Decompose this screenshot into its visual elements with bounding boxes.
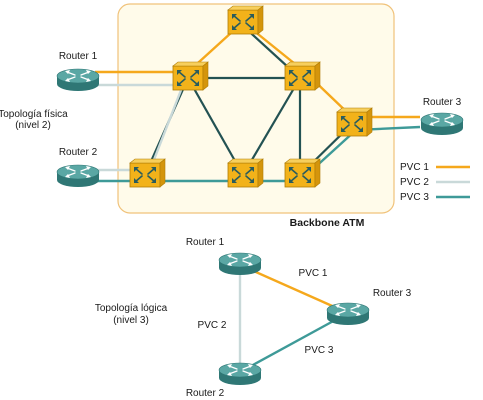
legend-pvc2-label: PVC 2 <box>400 177 429 188</box>
router3-label: Router 3 <box>423 97 462 108</box>
logical-router1-label: Router 1 <box>186 237 225 248</box>
logical-pvc2-label: PVC 2 <box>198 320 227 331</box>
logical-router3-label: Router 3 <box>373 288 412 299</box>
atm-backbone-region <box>117 3 395 214</box>
router2-label: Router 2 <box>59 147 98 158</box>
logical-pvc1-link <box>239 263 349 315</box>
logical-topology-level: (nivel 3) <box>113 315 149 326</box>
router-icon <box>218 252 262 276</box>
router-icon <box>326 302 370 326</box>
backbone-label: Backbone ATM <box>290 217 365 229</box>
router1-label: Router 1 <box>59 51 98 62</box>
legend-pvc3-label: PVC 3 <box>400 192 429 203</box>
logical-topology-title: Topología lógica <box>95 303 168 314</box>
physical-topology-level: (nivel 2) <box>15 120 51 131</box>
atm-switch-icon <box>284 158 321 188</box>
atm-switch-icon <box>227 158 264 188</box>
logical-pvc3-link <box>239 311 349 374</box>
physical-topology-title: Topología física <box>0 109 68 120</box>
router-icon <box>56 68 100 92</box>
logical-pvc1-label: PVC 1 <box>299 268 328 279</box>
atm-switch-icon <box>227 5 264 35</box>
atm-switch-icon <box>336 107 373 137</box>
logical-pvc3-label: PVC 3 <box>305 345 334 356</box>
pvc2-path <box>95 83 185 172</box>
logical-router2-label: Router 2 <box>186 388 225 399</box>
atm-switch-icon <box>129 158 166 188</box>
legend: PVC 1 PVC 2 PVC 3 <box>400 162 470 203</box>
atm-switch-icon <box>284 61 321 91</box>
router-icon <box>56 164 100 188</box>
legend-pvc1-label: PVC 1 <box>400 162 429 173</box>
router-icon <box>420 112 464 136</box>
atm-switch-icon <box>172 61 209 91</box>
pvc3-path <box>95 125 421 183</box>
router-icon <box>218 362 262 386</box>
